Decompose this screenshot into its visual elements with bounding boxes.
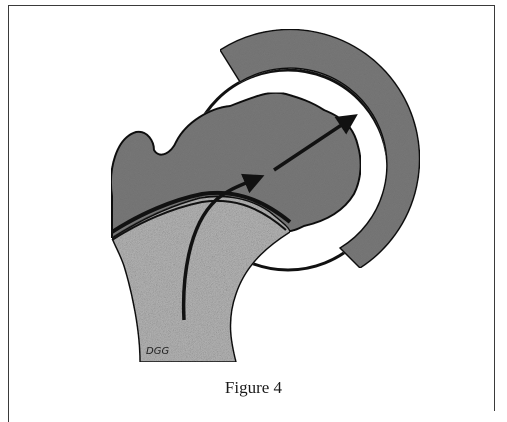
- artist-signature: DGG: [146, 346, 169, 357]
- figure-caption: Figure 4: [0, 378, 507, 398]
